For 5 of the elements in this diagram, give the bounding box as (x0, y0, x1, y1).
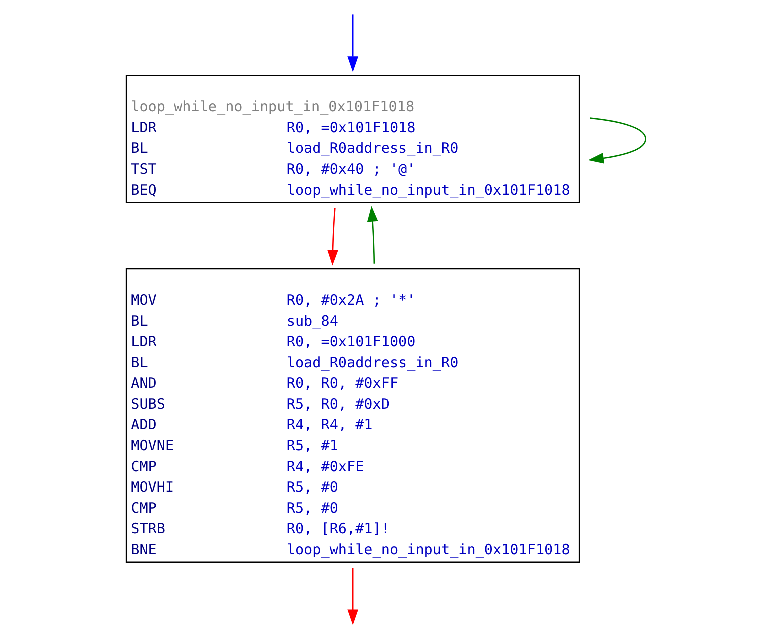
arrow (366, 206, 378, 264)
arrow (347, 14, 358, 72)
arrow (588, 118, 646, 164)
arrow (327, 208, 338, 266)
arrow (347, 568, 358, 626)
